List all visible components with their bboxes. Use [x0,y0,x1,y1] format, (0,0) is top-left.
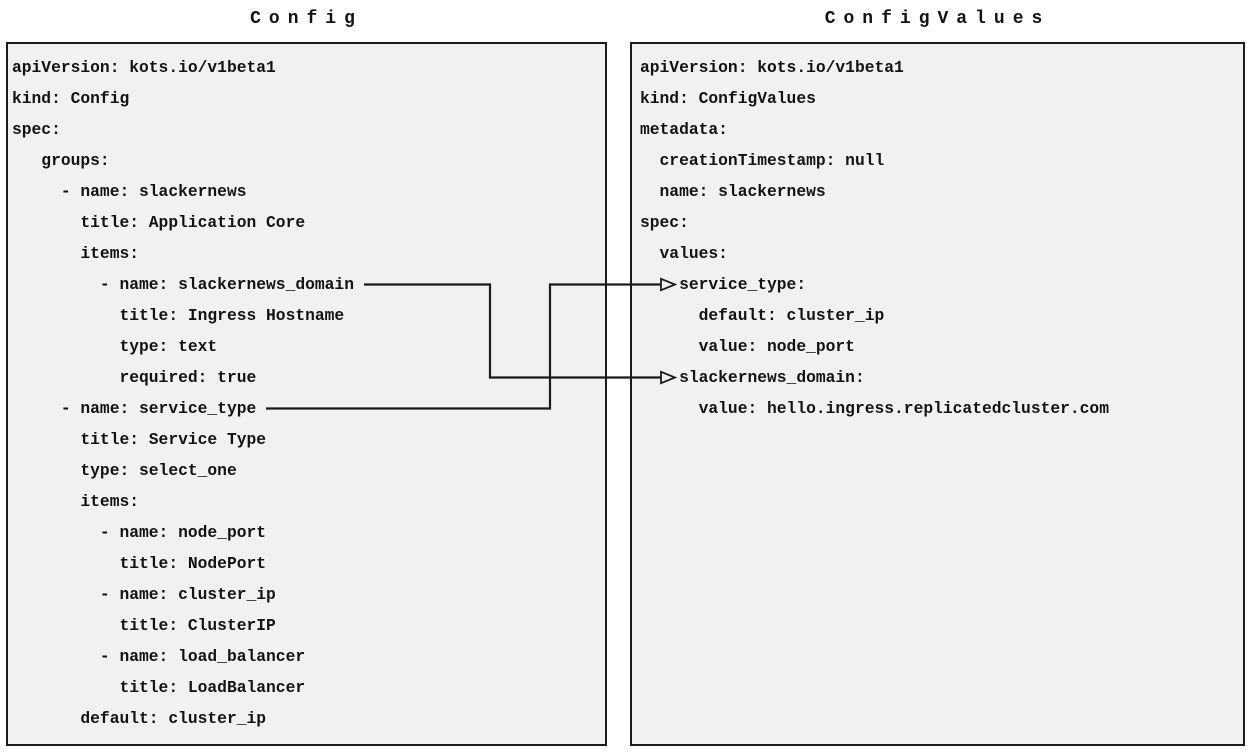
configvalues-panel: apiVersion: kots.io/v1beta1 kind: Config… [630,42,1245,746]
configvalues-panel-title: ConfigValues [824,9,1051,29]
config-panel: apiVersion: kots.io/v1beta1 kind: Config… [6,42,607,746]
configvalues-yaml-code: apiVersion: kots.io/v1beta1 kind: Config… [640,58,1109,418]
config-yaml-code: apiVersion: kots.io/v1beta1 kind: Config… [12,58,354,728]
config-panel-title: Config [250,9,363,29]
